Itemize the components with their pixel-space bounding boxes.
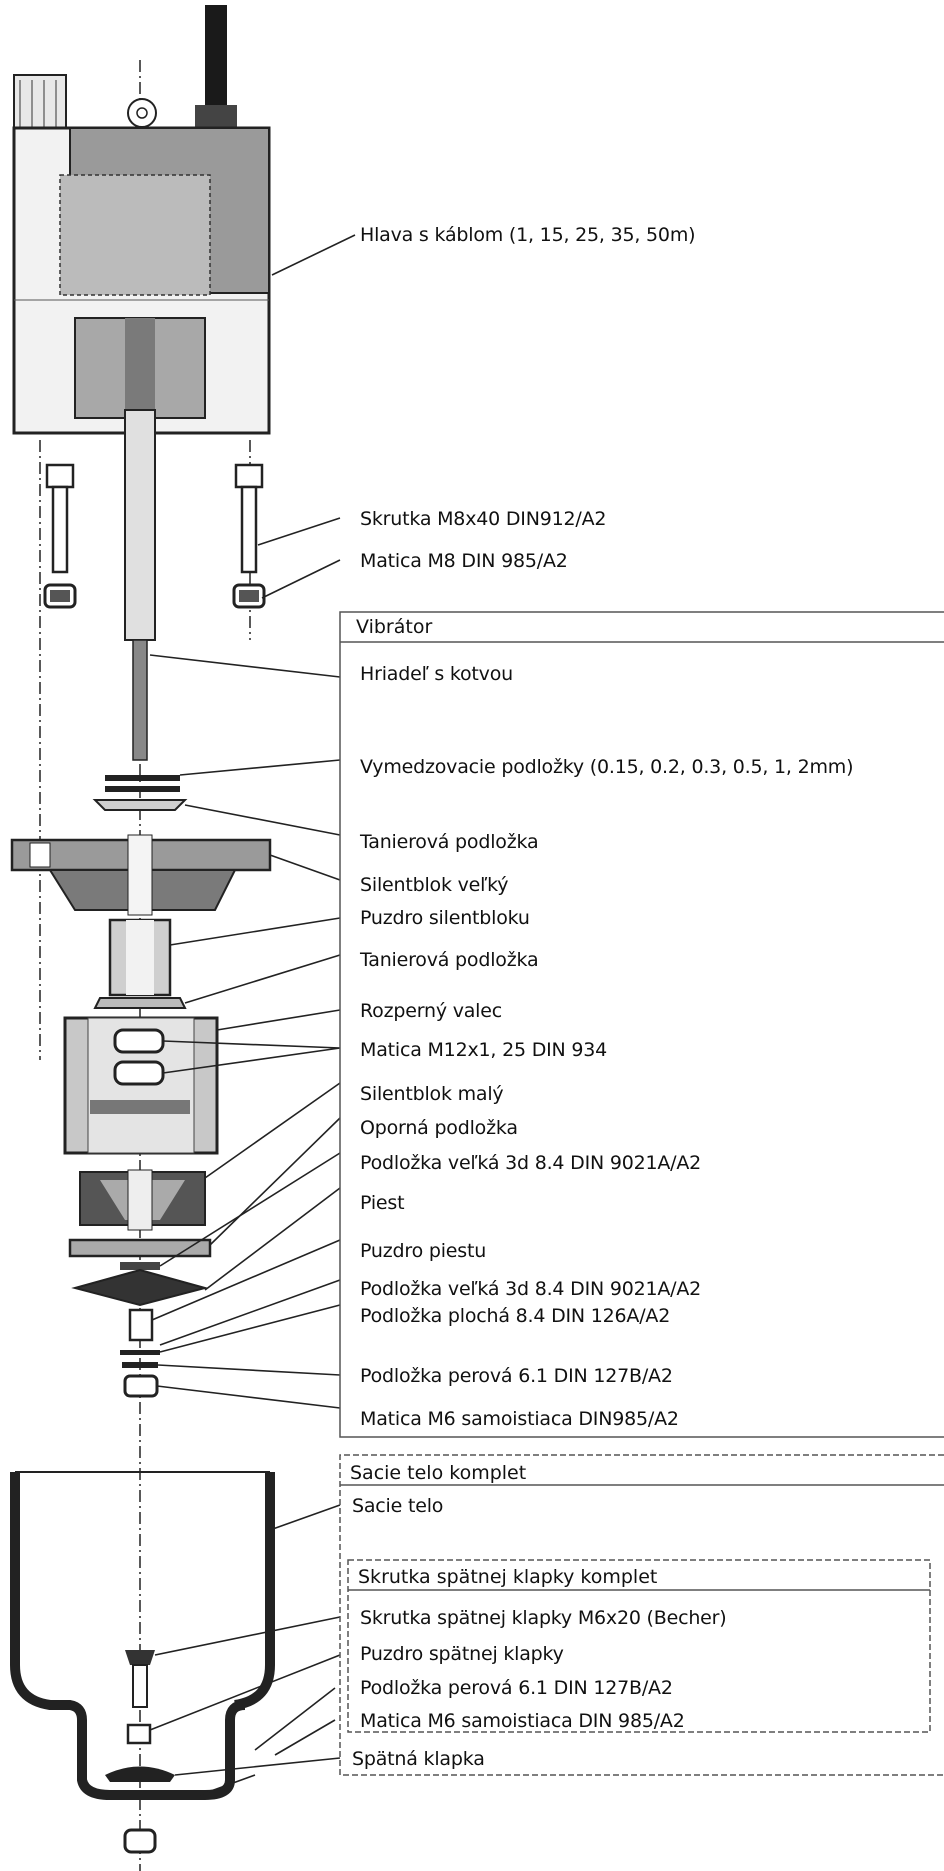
spring-washer (122, 1362, 158, 1368)
check-valve (105, 1766, 175, 1782)
suction-body (10, 1471, 275, 1800)
label-piston-housing: Puzdro piestu (360, 1240, 487, 1262)
label-washer-large-2: Podložka veľká 3d 8.4 DIN 9021A/A2 (360, 1278, 702, 1300)
label-silentblock-large: Silentblok veľký (360, 874, 509, 896)
label-check-valve: Spätná klapka (352, 1748, 485, 1770)
bolt-m8-right (234, 463, 264, 574)
label-nut-m6: Matica M6 samoistiaca DIN985/A2 (360, 1408, 679, 1430)
nut-m6-bottom (123, 1828, 157, 1854)
support-washer (68, 1238, 212, 1258)
label-spacer: Rozperný valec (360, 1000, 503, 1022)
nut-m8-right (232, 583, 266, 609)
label-head: Hlava s káblom (1, 15, 25, 35, 50m) (360, 224, 696, 246)
label-silentblock-small: Silentblok malý (360, 1083, 504, 1105)
label-spring-washer: Podložka perová 6.1 DIN 127B/A2 (360, 1365, 673, 1387)
label-shaft: Hriadeľ s kotvou (360, 663, 513, 685)
label-silentblock-housing: Puzdro silentbloku (360, 907, 530, 929)
nut-m8-left (43, 583, 77, 609)
label-support-washer: Oporná podložka (360, 1117, 518, 1139)
piston (71, 1268, 209, 1307)
spacer-cylinder (63, 1016, 219, 1155)
silentblock-small (79, 1169, 206, 1231)
washer-flat (120, 1350, 160, 1355)
label-nut-m8: Matica M8 DIN 985/A2 (360, 550, 568, 572)
group-header-vibrator: Vibrátor (356, 616, 433, 638)
label-disc-washer-2: Tanierová podložka (360, 949, 539, 971)
check-valve-screw (125, 1650, 155, 1708)
check-valve-housing (126, 1723, 152, 1745)
washer-large (120, 1262, 160, 1270)
head-with-cable (12, 5, 271, 435)
label-washer-flat: Podložka plochá 8.4 DIN 126A/A2 (360, 1305, 671, 1327)
group-frames (339, 611, 944, 1776)
silentblock-large (10, 834, 272, 916)
bolt-m8-left (45, 463, 75, 574)
label-disc-washer-1: Tanierová podložka (360, 831, 539, 853)
nut-m6 (123, 1374, 159, 1398)
label-suction-body: Sacie telo (352, 1495, 444, 1517)
shims (92, 775, 188, 811)
label-screw-m8: Skrutka M8x40 DIN912/A2 (360, 508, 607, 530)
label-shims: Vymedzovacie podložky (0.15, 0.2, 0.3, 0… (360, 756, 854, 778)
label-washer-large-1: Podložka veľká 3d 8.4 DIN 9021A/A2 (360, 1152, 702, 1174)
leader-lines (149, 234, 356, 1796)
label-piston: Piest (360, 1192, 405, 1214)
silentblock-housing (108, 918, 172, 997)
group-header-suction-body-set: Sacie telo komplet (350, 1462, 527, 1484)
label-nut-m6-2: Matica M6 samoistiaca DIN 985/A2 (360, 1710, 685, 1732)
label-nut-m12: Matica M12x1, 25 DIN 934 (360, 1039, 608, 1061)
disc-washer-2 (93, 997, 187, 1009)
piston-housing (128, 1308, 154, 1342)
shaft-with-armature (124, 409, 156, 761)
group-header-check-valve-screw-set: Skrutka spätnej klapky komplet (358, 1566, 658, 1588)
label-check-valve-screw: Skrutka spätnej klapky M6x20 (Becher) (360, 1607, 727, 1629)
label-check-valve-housing: Puzdro spätnej klapky (360, 1643, 564, 1665)
label-spring-washer-2: Podložka perová 6.1 DIN 127B/A2 (360, 1677, 673, 1699)
